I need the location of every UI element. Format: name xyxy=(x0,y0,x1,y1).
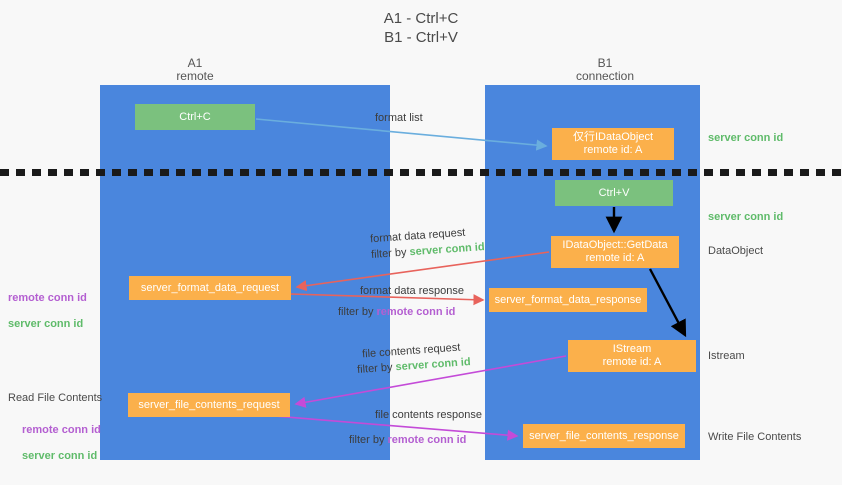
page-title: A1 - Ctrl+C B1 - Ctrl+V xyxy=(383,10,459,46)
label-dataobject: DataObject xyxy=(708,245,764,257)
label-remote-conn-id-1: remote conn id xyxy=(8,292,87,304)
box-idataobject[interactable]: 仅行IDataObject remote id: A xyxy=(552,128,674,160)
filter-by-text-4: filter by xyxy=(349,434,385,446)
box-idataobject-getdata[interactable]: IDataObject::GetData remote id: A xyxy=(551,236,679,268)
filter-by-text-2: filter by xyxy=(338,306,374,318)
label-istream: Istream xyxy=(708,350,745,362)
label-server-conn-id-mid: server conn id xyxy=(708,211,784,223)
filter-remote-conn-id-1: remote conn id xyxy=(376,306,456,318)
lane-header-b1: B1 connection xyxy=(575,56,635,83)
edge-label-file-contents-response: file contents response xyxy=(375,409,483,421)
label-server-conn-id-top: server conn id xyxy=(708,132,784,144)
filter-by-text-1: filter by xyxy=(370,246,407,261)
edge-label-format-data-response-filter: filter by remote conn id xyxy=(338,305,455,319)
label-read-file-contents: Read File Contents xyxy=(8,392,103,404)
box-server-file-contents-request[interactable]: server_file_contents_request xyxy=(128,393,290,417)
box-istream[interactable]: IStream remote id: A xyxy=(568,340,696,372)
edge-label-file-contents-response-filter: filter by remote conn id xyxy=(349,433,466,447)
box-ctrl-v[interactable]: Ctrl+V xyxy=(555,180,673,206)
phase-divider xyxy=(0,169,842,176)
edge-label-format-list: format list xyxy=(375,112,423,124)
label-conn-ids-format: remote conn id server conn id xyxy=(8,279,87,344)
filter-server-conn-id-1: server conn id xyxy=(409,241,486,259)
label-server-conn-id-2: server conn id xyxy=(22,450,98,462)
box-server-file-contents-response[interactable]: server_file_contents_response xyxy=(523,424,685,448)
filter-server-conn-id-2: server conn id xyxy=(395,356,472,374)
label-write-file-contents: Write File Contents xyxy=(708,431,802,443)
box-server-format-data-response[interactable]: server_format_data_response xyxy=(489,288,647,312)
label-conn-ids-file: remote conn id server conn id xyxy=(22,411,101,476)
label-server-conn-id-1: server conn id xyxy=(8,318,84,330)
label-remote-conn-id-2: remote conn id xyxy=(22,424,101,436)
box-ctrl-c[interactable]: Ctrl+C xyxy=(135,104,255,130)
lane-header-a1: A1 remote xyxy=(176,56,214,83)
edge-label-format-data-response: format data response xyxy=(360,285,464,297)
filter-remote-conn-id-2: remote conn id xyxy=(387,434,467,446)
filter-by-text-3: filter by xyxy=(356,361,393,376)
box-server-format-data-request[interactable]: server_format_data_request xyxy=(129,276,291,300)
